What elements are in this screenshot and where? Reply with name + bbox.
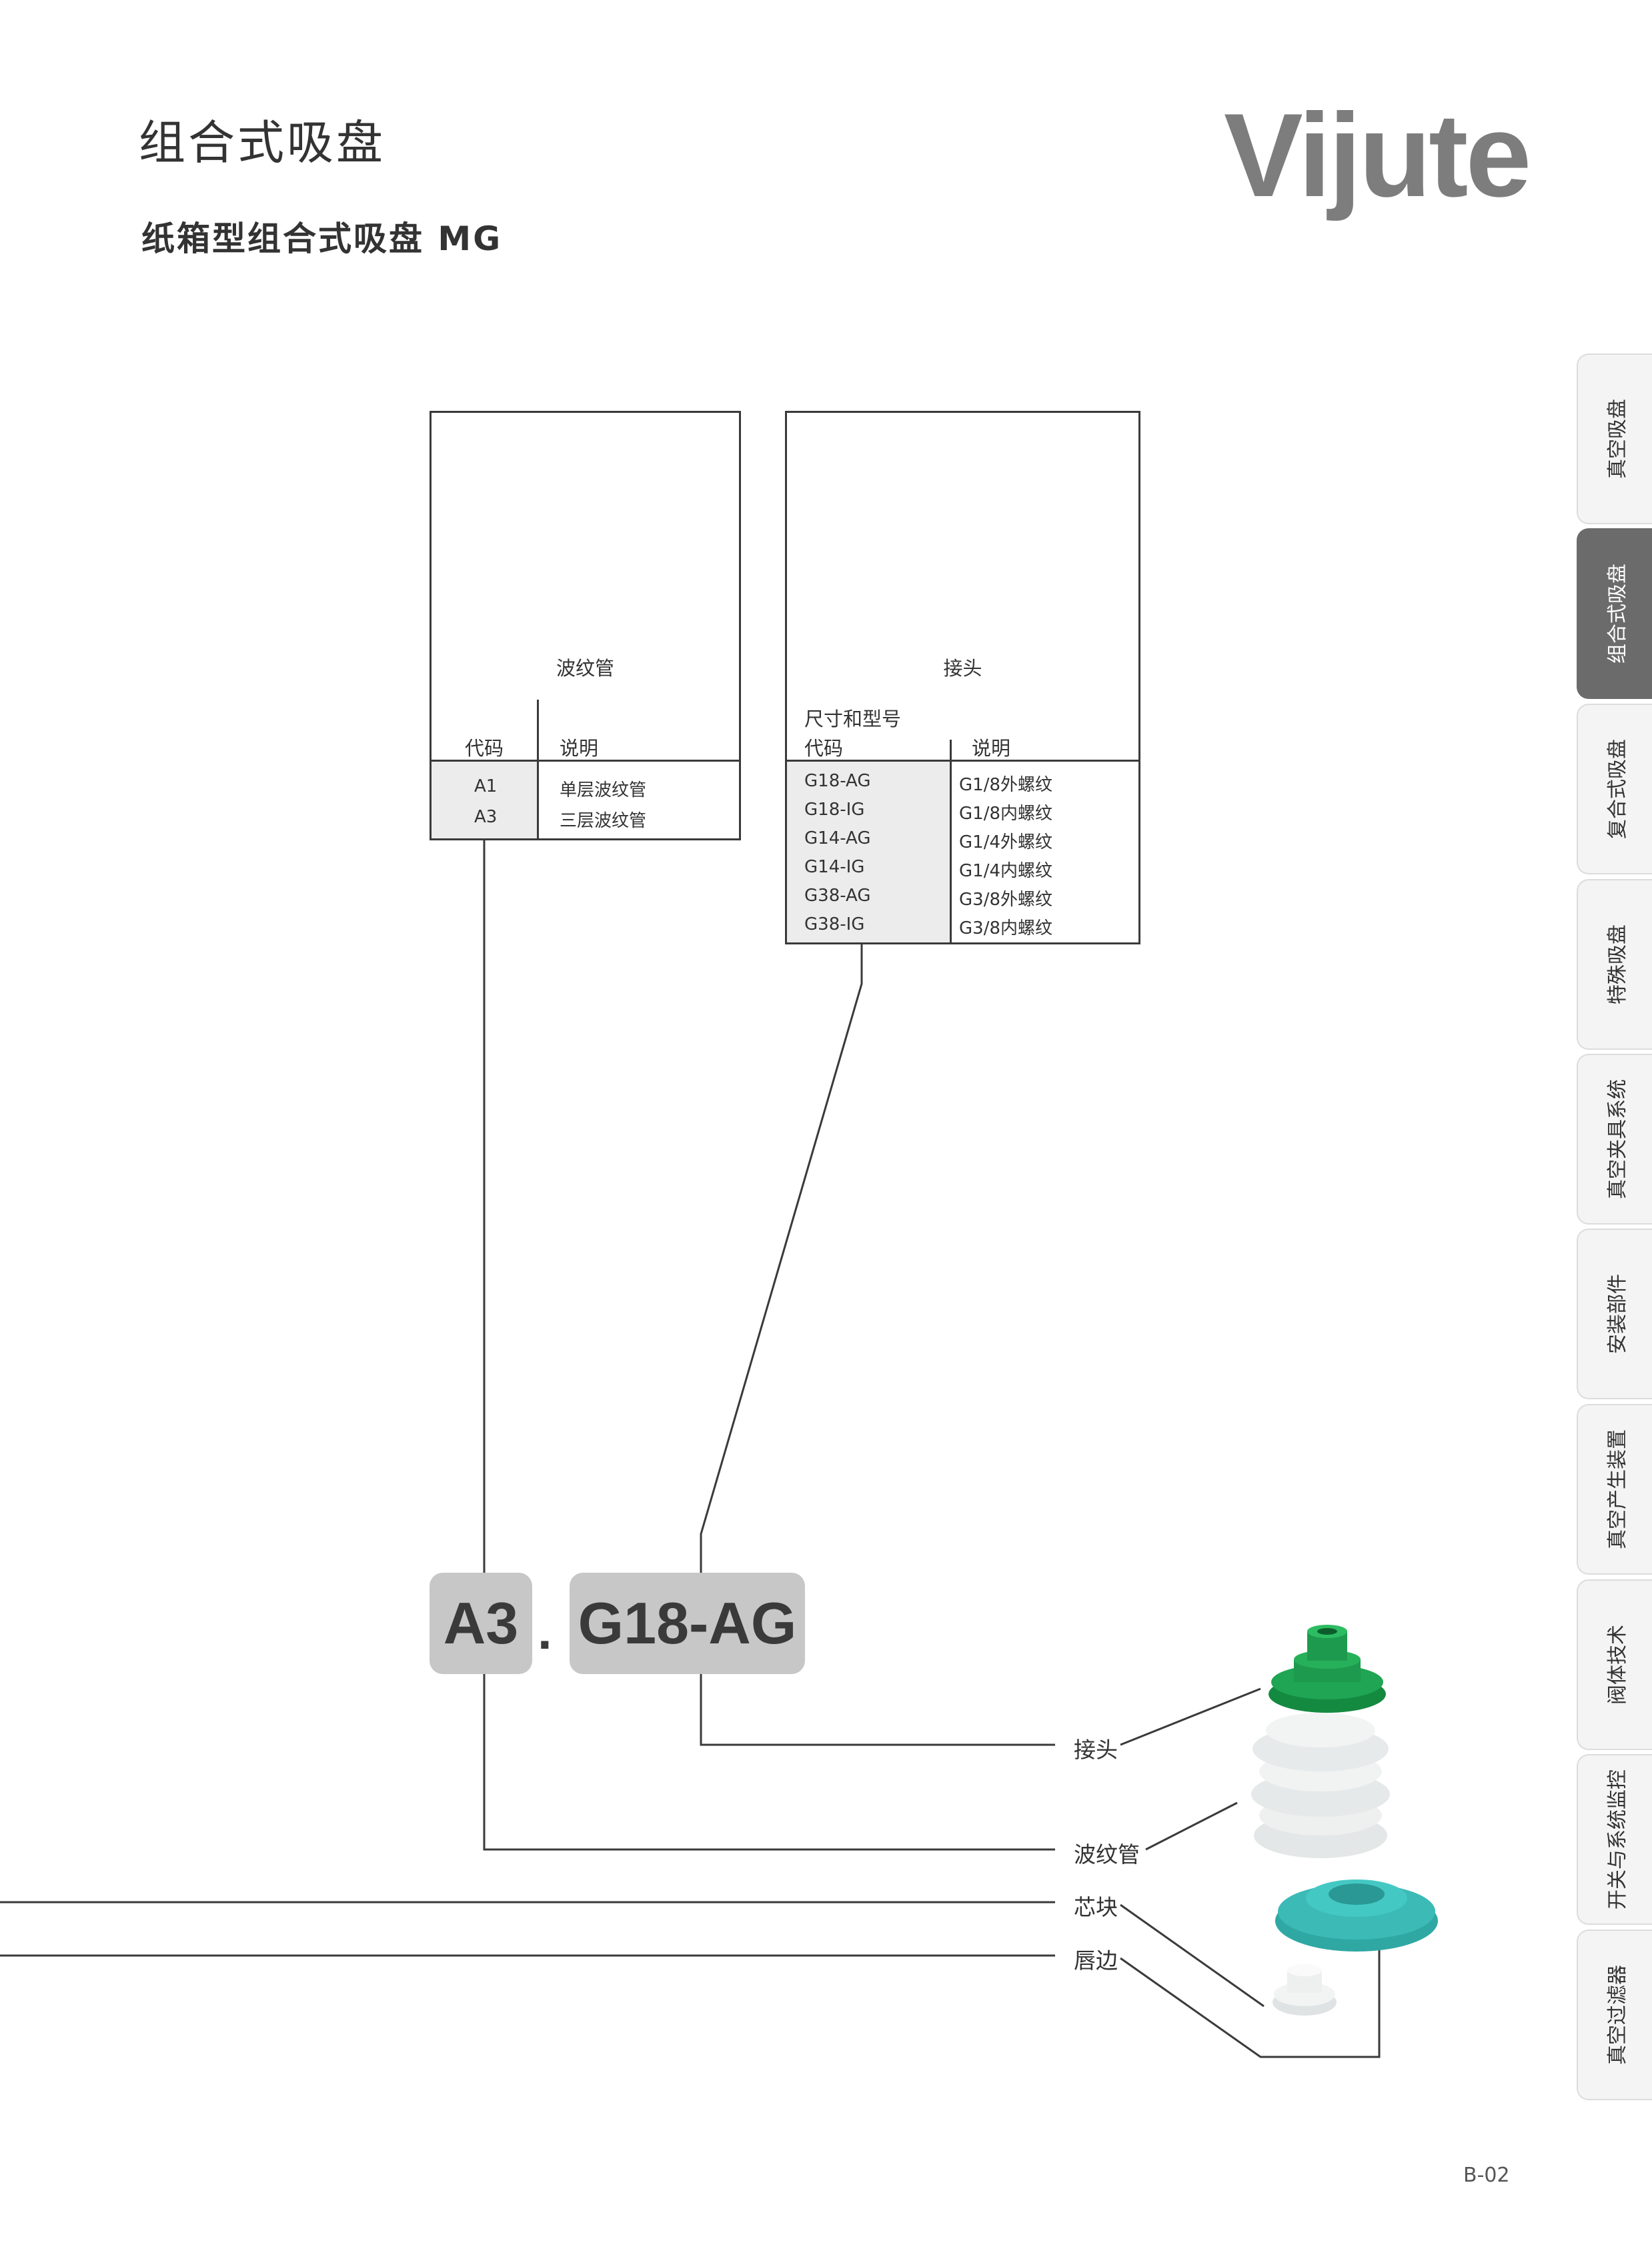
code-header: 代码 — [465, 737, 504, 760]
code-column-shade — [432, 762, 537, 838]
side-tab-label: 安装部件 — [1605, 1274, 1629, 1354]
side-tab-label: 真空吸盘 — [1605, 399, 1629, 479]
bellows-table: 波纹管 代码 说明 A1 单层波纹管 A3 三层波纹管 — [430, 411, 741, 840]
connector-caption: 接头 — [943, 657, 982, 680]
connector-desc: G1/4内螺纹 — [959, 861, 1052, 881]
side-tab-vacuum-filters[interactable]: 真空过滤器 — [1577, 1930, 1652, 2100]
bellows-desc-a1: 单层波纹管 — [560, 780, 647, 800]
side-tab-label: 真空夹具系统 — [1605, 1079, 1629, 1199]
bellows-desc-a3: 三层波纹管 — [560, 811, 647, 831]
column-divider — [537, 700, 539, 838]
assembly-insert-illustration — [1273, 1964, 1337, 2016]
side-tab-label: 开关与系统监控 — [1605, 1769, 1629, 1910]
size-label: 尺寸和型号 — [804, 708, 902, 730]
brand-logo: Vijute — [1224, 89, 1531, 221]
side-tab-mounting-parts[interactable]: 安装部件 — [1577, 1229, 1652, 1399]
bellows-code-a1: A1 — [474, 776, 498, 796]
assembly-lip-illustration — [1275, 1880, 1438, 1952]
side-tab-label: 真空产生装置 — [1605, 1429, 1629, 1549]
page-title: 组合式吸盘 — [139, 115, 385, 170]
side-tab-label: 阀体技术 — [1605, 1625, 1629, 1705]
side-tab-label: 复合式吸盘 — [1605, 739, 1629, 839]
side-tab-label: 真空过滤器 — [1605, 1965, 1629, 2065]
side-tab-label: 特殊吸盘 — [1605, 924, 1629, 1004]
column-divider — [950, 740, 952, 942]
connector-code: G14-AG — [804, 828, 871, 848]
page-subtitle: 纸箱型组合式吸盘 MG — [141, 219, 503, 258]
side-tab-label: 组合式吸盘 — [1605, 564, 1629, 664]
side-tab-valve-technology[interactable]: 阀体技术 — [1577, 1579, 1652, 1750]
connector-desc: G1/8外螺纹 — [959, 775, 1052, 795]
connector-code: G18-AG — [804, 771, 871, 791]
side-tab-switches-monitoring[interactable]: 开关与系统监控 — [1577, 1754, 1652, 1925]
order-code-connector: G18-AG — [570, 1573, 805, 1674]
side-tab-vacuum-generators[interactable]: 真空产生装置 — [1577, 1404, 1652, 1575]
description-header: 说明 — [972, 737, 1011, 760]
label-lip: 唇边 — [1074, 1948, 1118, 1974]
connector-desc: G3/8内螺纹 — [959, 918, 1052, 938]
label-bellows: 波纹管 — [1074, 1841, 1140, 1867]
connector-table: 接头 尺寸和型号 代码 说明 G18-AG G1/8外螺纹 G18-IG G1/… — [785, 411, 1140, 944]
side-tab-composite-cups[interactable]: 复合式吸盘 — [1577, 704, 1652, 874]
connector-code: G38-AG — [804, 886, 871, 906]
assembly-connector-illustration — [1269, 1625, 1386, 1713]
connector-desc: G1/4外螺纹 — [959, 832, 1052, 852]
code-header: 代码 — [804, 737, 844, 760]
order-code-separator: . — [538, 1601, 552, 1660]
page-number: B-02 — [1463, 2164, 1510, 2187]
side-tab-gripper-systems[interactable]: 真空夹具系统 — [1577, 1054, 1652, 1225]
connector-desc: G1/8内螺纹 — [959, 804, 1052, 824]
connector-code: G18-IG — [804, 800, 865, 820]
side-tab-special-cups[interactable]: 特殊吸盘 — [1577, 879, 1652, 1050]
bellows-caption: 波纹管 — [556, 657, 614, 680]
header-divider — [787, 760, 1138, 762]
bellows-code-a3: A3 — [474, 807, 498, 827]
side-tab-vacuum-cups[interactable]: 真空吸盘 — [1577, 353, 1652, 524]
connector-code: G14-IG — [804, 857, 865, 877]
side-tab-combined-cups[interactable]: 组合式吸盘 — [1577, 528, 1652, 699]
header-divider — [432, 760, 739, 762]
description-header: 说明 — [560, 737, 599, 760]
order-code-bellows: A3 — [430, 1573, 532, 1674]
connector-code: G38-IG — [804, 914, 865, 934]
assembly-bellows-illustration — [1251, 1713, 1390, 1858]
connector-desc: G3/8外螺纹 — [959, 890, 1052, 910]
label-connector: 接头 — [1074, 1737, 1118, 1763]
label-insert: 芯块 — [1074, 1894, 1118, 1920]
code-column-shade — [787, 762, 950, 942]
